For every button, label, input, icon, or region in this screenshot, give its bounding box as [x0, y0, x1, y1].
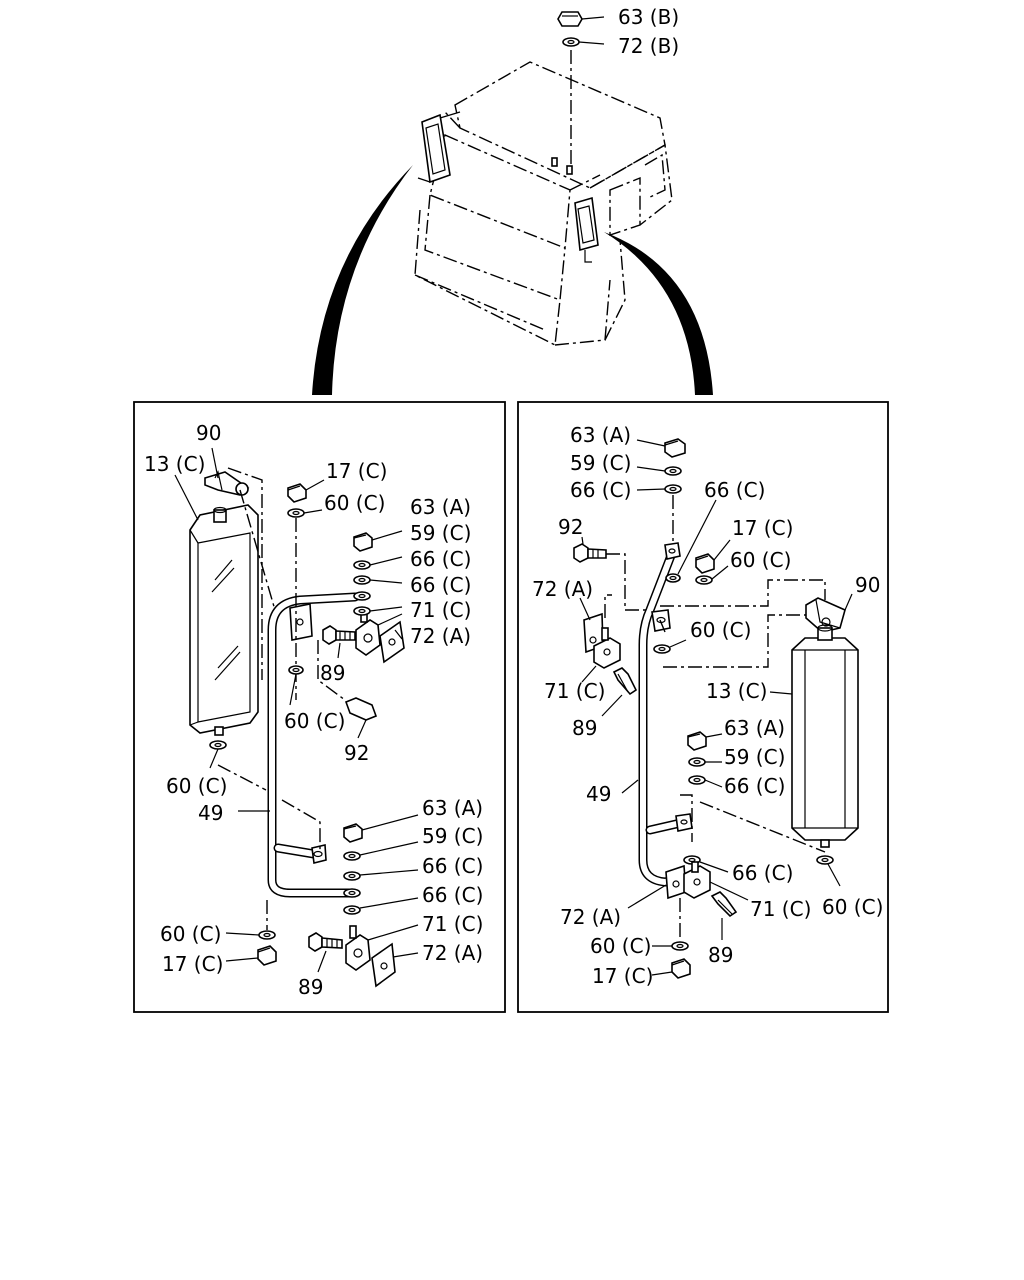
label-59c: 59 (C)	[570, 451, 631, 475]
label-60c: 60 (C)	[730, 548, 791, 572]
label-17c: 17 (C)	[732, 516, 793, 540]
left-mirror-assembly	[174, 447, 419, 988]
truck-cab-illustration	[312, 11, 713, 395]
label-66c: 66 (C)	[704, 478, 765, 502]
label-90: 90	[196, 421, 221, 445]
label-60c: 60 (C)	[690, 618, 751, 642]
label-72a: 72 (A)	[410, 624, 471, 648]
label-13c: 13 (C)	[144, 452, 205, 476]
label-66c: 66 (C)	[422, 883, 483, 907]
label-89: 89	[298, 975, 323, 999]
label-72b: 72 (B)	[618, 34, 679, 58]
label-60c: 60 (C)	[590, 934, 651, 958]
mirror-13c	[189, 504, 259, 734]
label-17c: 17 (C)	[592, 964, 653, 988]
label-63a: 63 (A)	[724, 716, 785, 740]
label-71c: 71 (C)	[410, 598, 471, 622]
cap-nut-icon	[557, 11, 583, 27]
label-71c: 71 (C)	[422, 912, 483, 936]
label-66c: 66 (C)	[422, 854, 483, 878]
label-13c: 13 (C)	[706, 679, 767, 703]
label-63a: 63 (A)	[410, 495, 471, 519]
label-72a: 72 (A)	[560, 905, 621, 929]
washer-icon	[562, 37, 580, 47]
label-89: 89	[708, 943, 733, 967]
label-66c: 66 (C)	[724, 774, 785, 798]
label-59c: 59 (C)	[422, 824, 483, 848]
label-49: 49	[586, 782, 611, 806]
label-66c: 66 (C)	[570, 478, 631, 502]
label-17c: 17 (C)	[162, 952, 223, 976]
label-66c: 66 (C)	[410, 547, 471, 571]
label-60c: 60 (C)	[324, 491, 385, 515]
label-60c: 60 (C)	[160, 922, 221, 946]
label-71c: 71 (C)	[544, 679, 605, 703]
label-92: 92	[558, 515, 583, 539]
label-49: 49	[198, 801, 223, 825]
label-72a: 72 (A)	[532, 577, 593, 601]
label-17c: 17 (C)	[326, 459, 387, 483]
label-63b: 63 (B)	[618, 5, 679, 29]
label-59c: 59 (C)	[724, 745, 785, 769]
left-mirror-panel	[133, 401, 506, 1013]
label-60c: 60 (C)	[822, 895, 883, 919]
label-66c: 66 (C)	[410, 573, 471, 597]
label-89: 89	[320, 661, 345, 685]
label-63a: 63 (A)	[422, 796, 483, 820]
label-60c: 60 (C)	[166, 774, 227, 798]
label-63a: 63 (A)	[570, 423, 631, 447]
label-60c: 60 (C)	[284, 709, 345, 733]
label-90: 90	[855, 573, 880, 597]
label-72a: 72 (A)	[422, 941, 483, 965]
label-89: 89	[572, 716, 597, 740]
label-66c: 66 (C)	[732, 861, 793, 885]
label-59c: 59 (C)	[410, 521, 471, 545]
right-mirror-assembly	[573, 438, 859, 979]
label-71c: 71 (C)	[750, 897, 811, 921]
label-92: 92	[344, 741, 369, 765]
right-mirror-panel	[517, 401, 889, 1013]
